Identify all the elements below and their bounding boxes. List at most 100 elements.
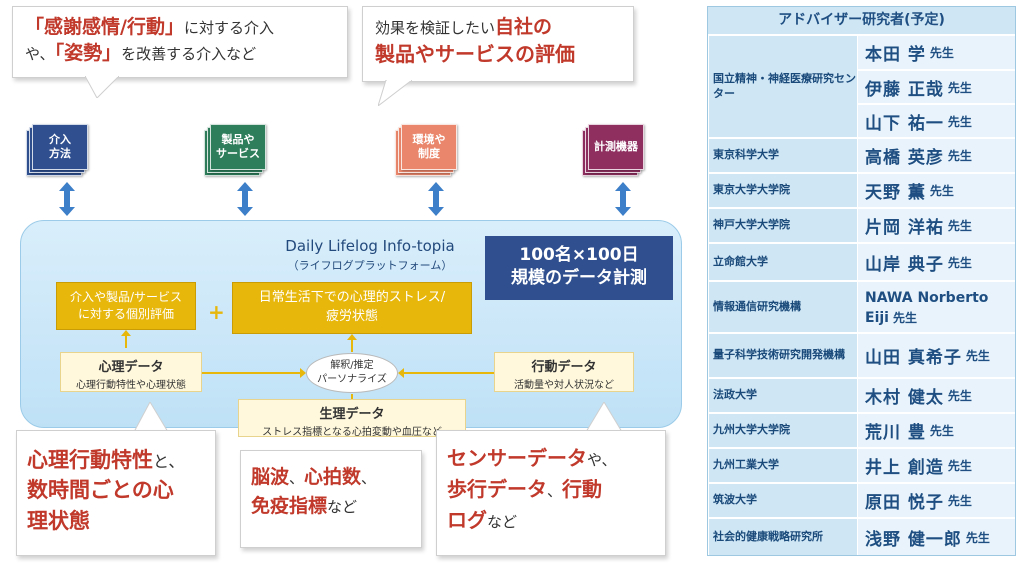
products-services-stack: 製品やサービス xyxy=(204,124,266,176)
data-flow-arrows xyxy=(121,330,495,400)
advisor-name: 荒川 豊 xyxy=(865,423,926,443)
advisor-name: 山下 祐一 xyxy=(865,113,944,134)
institution-label: 神戸大学大学院 xyxy=(713,218,790,232)
advisor-name-cell: 井上 創造先生 xyxy=(858,449,1015,482)
institution-label: 立命館大学 xyxy=(713,254,768,268)
honorific-label: 先生 xyxy=(947,114,972,129)
advisor-name: 井上 創造 xyxy=(865,458,944,478)
gold-label: に対する個別評価 xyxy=(77,307,174,321)
callout-plain-text: など xyxy=(327,498,358,517)
institution-label: 筑波大学 xyxy=(713,493,757,507)
institution-label: 東京大学大学院 xyxy=(713,183,790,197)
advisor-name-cell: 山岸 典子先生 xyxy=(858,244,1015,280)
institution-label: 法政大学 xyxy=(713,388,757,402)
callout-strong-text: 自社の xyxy=(495,16,553,38)
intervention-callout: 「感謝感情/行動」に対する介入 や、「姿勢」を改善する介入など xyxy=(12,6,348,78)
institution-cell: 九州大学大学院 xyxy=(709,414,857,447)
callout-pointer xyxy=(133,402,169,432)
advisor-name: 原田 悦子 xyxy=(865,493,944,513)
advisor-name: 伊藤 正哉 xyxy=(865,79,944,100)
advisor-name: 片岡 洋祐 xyxy=(865,218,944,238)
psych-data-sub: 心理行動特性や心理状態 xyxy=(76,380,186,391)
honorific-label: 先生 xyxy=(947,494,972,508)
double-arrow-icon xyxy=(615,182,631,216)
advisor-name-cell: 山下 祐一先生 xyxy=(858,105,1015,137)
physio-data-heading: 生理データ xyxy=(319,407,385,422)
psychological-traits-callout: 心理行動特性と、 数時間ごとの心 理状態 xyxy=(16,430,216,556)
gold-label: 介入や製品/サービス xyxy=(69,289,183,304)
platform-title: Daily Lifelog Info-topia xyxy=(285,237,455,255)
advisor-name: 山岸 典子 xyxy=(865,254,944,275)
institution-label: 九州工業大学 xyxy=(713,458,779,472)
advisor-name-cell: 片岡 洋祐先生 xyxy=(858,209,1015,242)
sensor-data-callout: センサーデータや、 歩行データ、行動 ログなど xyxy=(436,430,666,556)
institution-label: 国立精神・神経医療研究センター xyxy=(713,72,856,100)
advisor-name: 高橋 英彦 xyxy=(865,148,944,168)
action-data-sub: 活動量や対人状況など xyxy=(514,380,614,391)
gold-label: 疲労状態 xyxy=(325,309,378,324)
institution-cell: 社会的健康戦略研究所 xyxy=(709,519,857,555)
callout-pointer xyxy=(378,80,412,106)
callout-strong-text: 心拍数 xyxy=(304,466,362,488)
advisor-name-cell: 浅野 健一郎先生 xyxy=(858,519,1015,555)
callout-strong-text: 製品やサービスの評価 xyxy=(375,41,575,66)
callout-plain-text: 効果を検証したい xyxy=(375,19,496,37)
institution-label: 社会的健康戦略研究所 xyxy=(713,529,823,543)
callout-plain-text: や、 xyxy=(25,44,55,63)
callout-plain-text: 、 xyxy=(547,482,563,500)
callout-strong-text: 理状態 xyxy=(27,508,90,533)
institution-cell: 神戸大学大学院 xyxy=(709,209,857,242)
institution-cell: 東京科学大学 xyxy=(709,139,857,172)
advisor-panel-header: アドバイザー研究者(予定) xyxy=(708,7,1015,34)
stress-fatigue-box: 日常生活下での心理的ストレス/疲労状態 xyxy=(232,282,472,334)
callout-strong-text: 脳波 xyxy=(251,466,290,488)
advisor-name: 浅野 健一郎 xyxy=(865,529,962,550)
institution-cell: 情報通信研究機構 xyxy=(709,282,857,332)
scale-line: 100名×100日 xyxy=(519,245,639,265)
callout-strong-text: ログ xyxy=(447,508,487,532)
honorific-label: 先生 xyxy=(947,219,972,233)
advisor-name-cell: 木村 健太先生 xyxy=(858,379,1015,412)
institution-cell: 立命館大学 xyxy=(709,244,857,280)
callout-strong-text: 行動 xyxy=(562,477,603,501)
institution-cell: 量子科学技術研究開発機構 xyxy=(709,334,857,377)
double-arrow-icon xyxy=(428,182,444,216)
measurement-device-stack: 計測機器 xyxy=(582,124,644,176)
advisor-name: 天野 薫 xyxy=(865,183,926,203)
advisor-name-cell: 荒川 豊先生 xyxy=(858,414,1015,447)
honorific-label: 先生 xyxy=(947,80,972,95)
advisor-name-cell: 本田 学先生 xyxy=(858,36,1015,69)
advisor-name-cell: 原田 悦子先生 xyxy=(858,484,1015,517)
stack-label: サービス xyxy=(216,147,260,160)
institution-cell: 国立精神・神経医療研究センター xyxy=(709,36,857,137)
stack-label: 介入 xyxy=(49,132,71,146)
product-evaluation-callout: 効果を検証したい自社の 製品やサービスの評価 xyxy=(362,6,634,82)
physiological-metrics-callout: 脳波、心拍数、 免疫指標など xyxy=(240,450,422,548)
institution-cell: 筑波大学 xyxy=(709,484,857,517)
advisor-name-cell: 天野 薫先生 xyxy=(858,174,1015,207)
advisor-name: 木村 健太 xyxy=(865,388,944,408)
stack-label: 方法 xyxy=(49,147,71,160)
institution-cell: 法政大学 xyxy=(709,379,857,412)
callout-strong-text: 歩行データ xyxy=(447,477,547,501)
scale-line: 規模のデータ計測 xyxy=(511,267,647,288)
honorific-label: 先生 xyxy=(892,311,917,325)
institution-label: 東京科学大学 xyxy=(713,148,779,162)
physio-data-sub: ストレス指標となる心拍変動や血圧など xyxy=(262,427,442,438)
callout-plain-text: や、 xyxy=(587,451,617,469)
oval-line: 解釈/推定 xyxy=(330,360,374,371)
honorific-label: 先生 xyxy=(929,46,954,60)
interpretation-oval: 解釈/推定 パーソナライズ xyxy=(306,353,398,393)
stack-label: 制度 xyxy=(418,147,440,160)
callout-pointer xyxy=(585,402,623,432)
callout-plain-text: を改善する介入など xyxy=(121,44,257,63)
intervention-method-stack: 介入方法 xyxy=(26,124,88,176)
stack-label: 環境や xyxy=(412,132,446,146)
behavioral-data-box: 行動データ 活動量や対人状況など xyxy=(494,352,634,392)
honorific-label: 先生 xyxy=(947,459,972,473)
environment-system-stack: 環境や制度 xyxy=(395,124,457,176)
callout-plain-text: と、 xyxy=(153,452,185,471)
callout-plain-text: に対する介入 xyxy=(183,19,274,37)
callout-strong-text: センサーデータ xyxy=(447,446,587,470)
